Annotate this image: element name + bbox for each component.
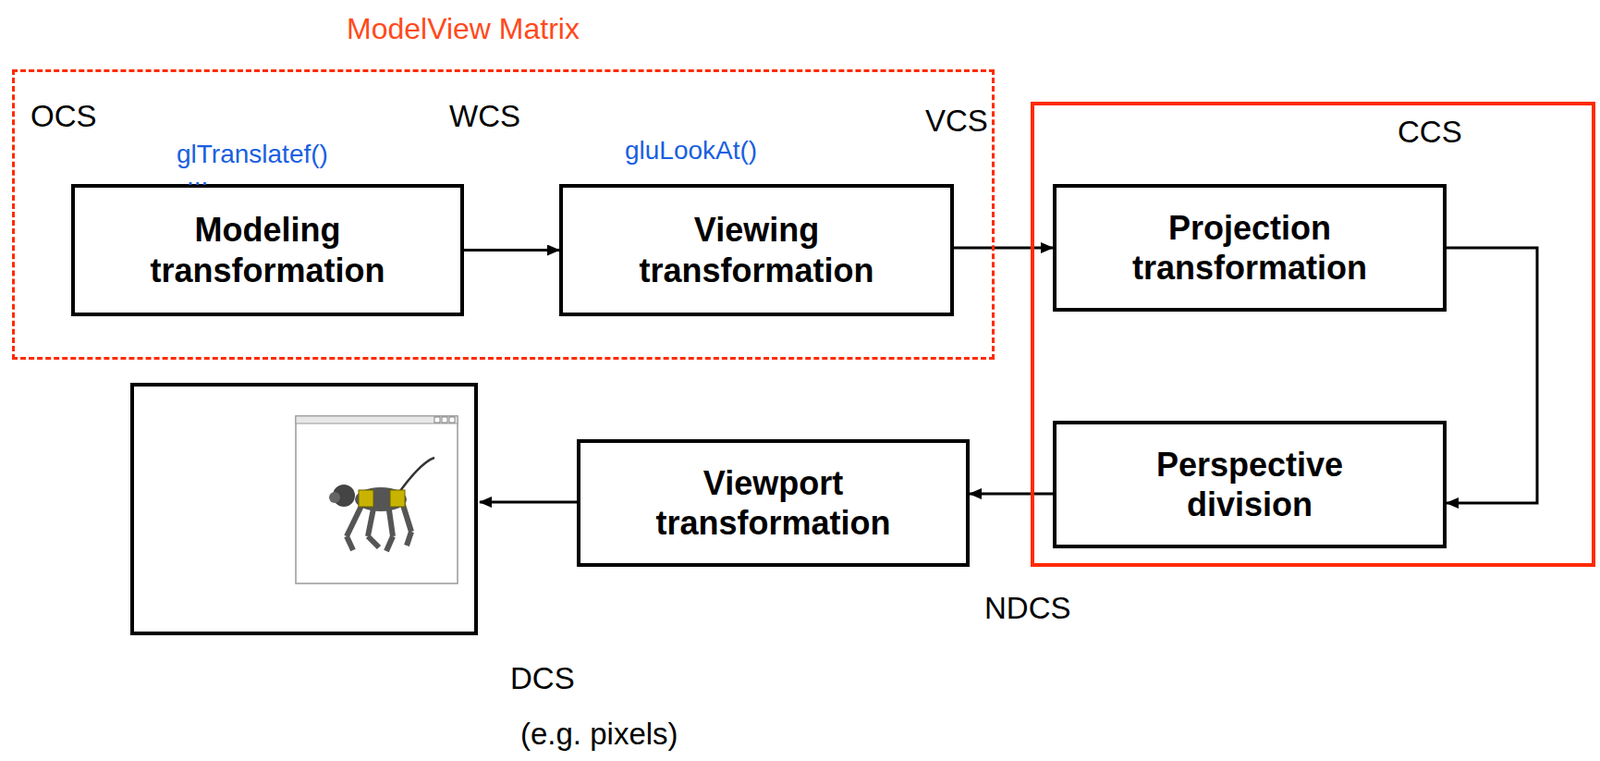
coord-system-label: OCS xyxy=(30,99,98,134)
flow-arrow xyxy=(464,248,560,252)
ellipsis-label: ... xyxy=(186,162,208,192)
flow-arrow xyxy=(969,492,1053,496)
window-screenshot xyxy=(295,415,458,584)
process-box: Modeling transformation xyxy=(71,183,465,317)
process-box: Viewport transformation xyxy=(576,439,970,567)
box-label: Perspective division xyxy=(1111,444,1389,525)
note-label: (e.g. pixels) xyxy=(520,717,679,751)
display-box xyxy=(132,384,477,634)
region-title: ModelView Matrix xyxy=(346,12,580,46)
box-label: Modeling transformation xyxy=(129,209,407,290)
output-arrow xyxy=(479,500,577,504)
process-box: Viewing transformation xyxy=(559,183,954,317)
box-label: Viewing transformation xyxy=(618,209,896,290)
flow-arrow xyxy=(1446,247,1538,503)
process-box: Projection transformation xyxy=(1052,183,1447,312)
coord-system-label: DCS xyxy=(510,661,575,696)
region-label: CCS xyxy=(1397,115,1463,149)
coord-system-label: NDCS xyxy=(984,591,1072,625)
process-box: Perspective division xyxy=(1052,420,1447,549)
box-label: Viewport transformation xyxy=(635,463,913,543)
ccs-region: CCS Projection transformationPerspective … xyxy=(1030,101,1596,567)
box-label: Projection transformation xyxy=(1111,207,1389,288)
flow-arrow xyxy=(953,246,1053,250)
coord-system-label: WCS xyxy=(449,99,521,134)
coord-system-label: VCS xyxy=(923,104,990,138)
function-label: gluLookAt() xyxy=(624,136,758,166)
